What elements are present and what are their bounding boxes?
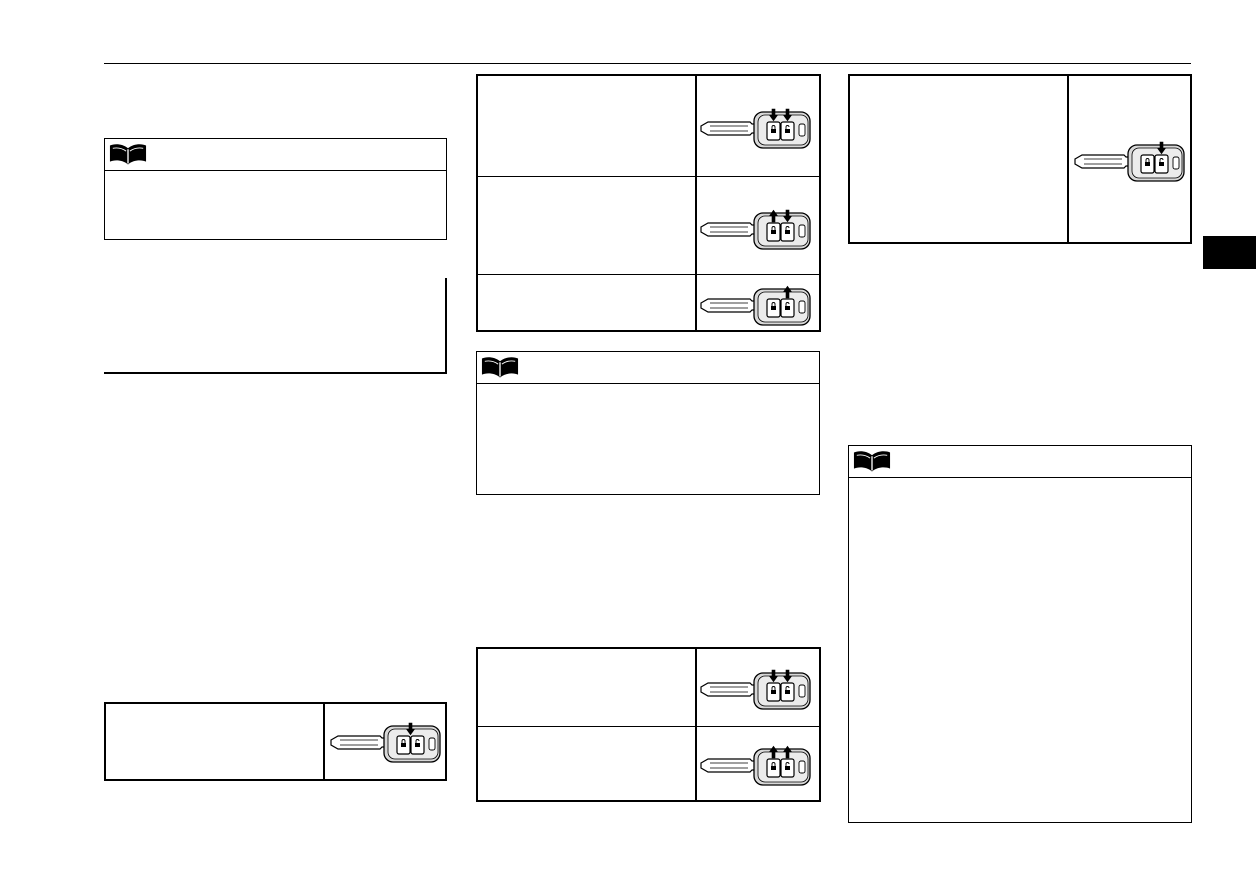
key-fob-both-release-icon	[700, 745, 812, 787]
table-row	[850, 76, 1190, 242]
key-fob-both-press-icon	[700, 669, 812, 711]
fob-table-right	[848, 74, 1192, 244]
table-row	[106, 704, 445, 779]
note-box-right	[848, 445, 1192, 823]
key-fob-unlock-up-icon	[700, 285, 812, 327]
fob-table-middle-bottom	[476, 647, 821, 802]
column-divider	[695, 649, 697, 800]
column-divider	[695, 76, 697, 330]
key-fob-unlock-press-icon	[1074, 141, 1186, 183]
table-row	[478, 76, 819, 176]
note-box-middle	[476, 351, 820, 495]
fob-table-middle-top	[476, 74, 821, 332]
table-row	[478, 726, 819, 800]
note-header	[849, 446, 1191, 478]
open-book-icon	[109, 142, 147, 166]
table-row	[478, 649, 819, 726]
column-divider	[323, 704, 325, 779]
open-book-icon	[481, 355, 519, 379]
key-fob-lock-press-icon	[330, 722, 442, 764]
note-header	[105, 139, 446, 171]
note-box-partial	[104, 278, 447, 374]
table-row	[478, 176, 819, 274]
note-header	[477, 352, 819, 384]
header-rule	[104, 63, 1191, 64]
note-box-left	[104, 138, 447, 240]
column-divider	[1067, 76, 1069, 242]
section-tab	[1203, 236, 1256, 269]
key-fob-lock-up-unlock-down-icon	[700, 209, 812, 251]
table-row	[478, 274, 819, 330]
open-book-icon	[853, 449, 891, 473]
fob-table-left	[104, 702, 447, 781]
key-fob-both-press-icon	[700, 108, 812, 150]
